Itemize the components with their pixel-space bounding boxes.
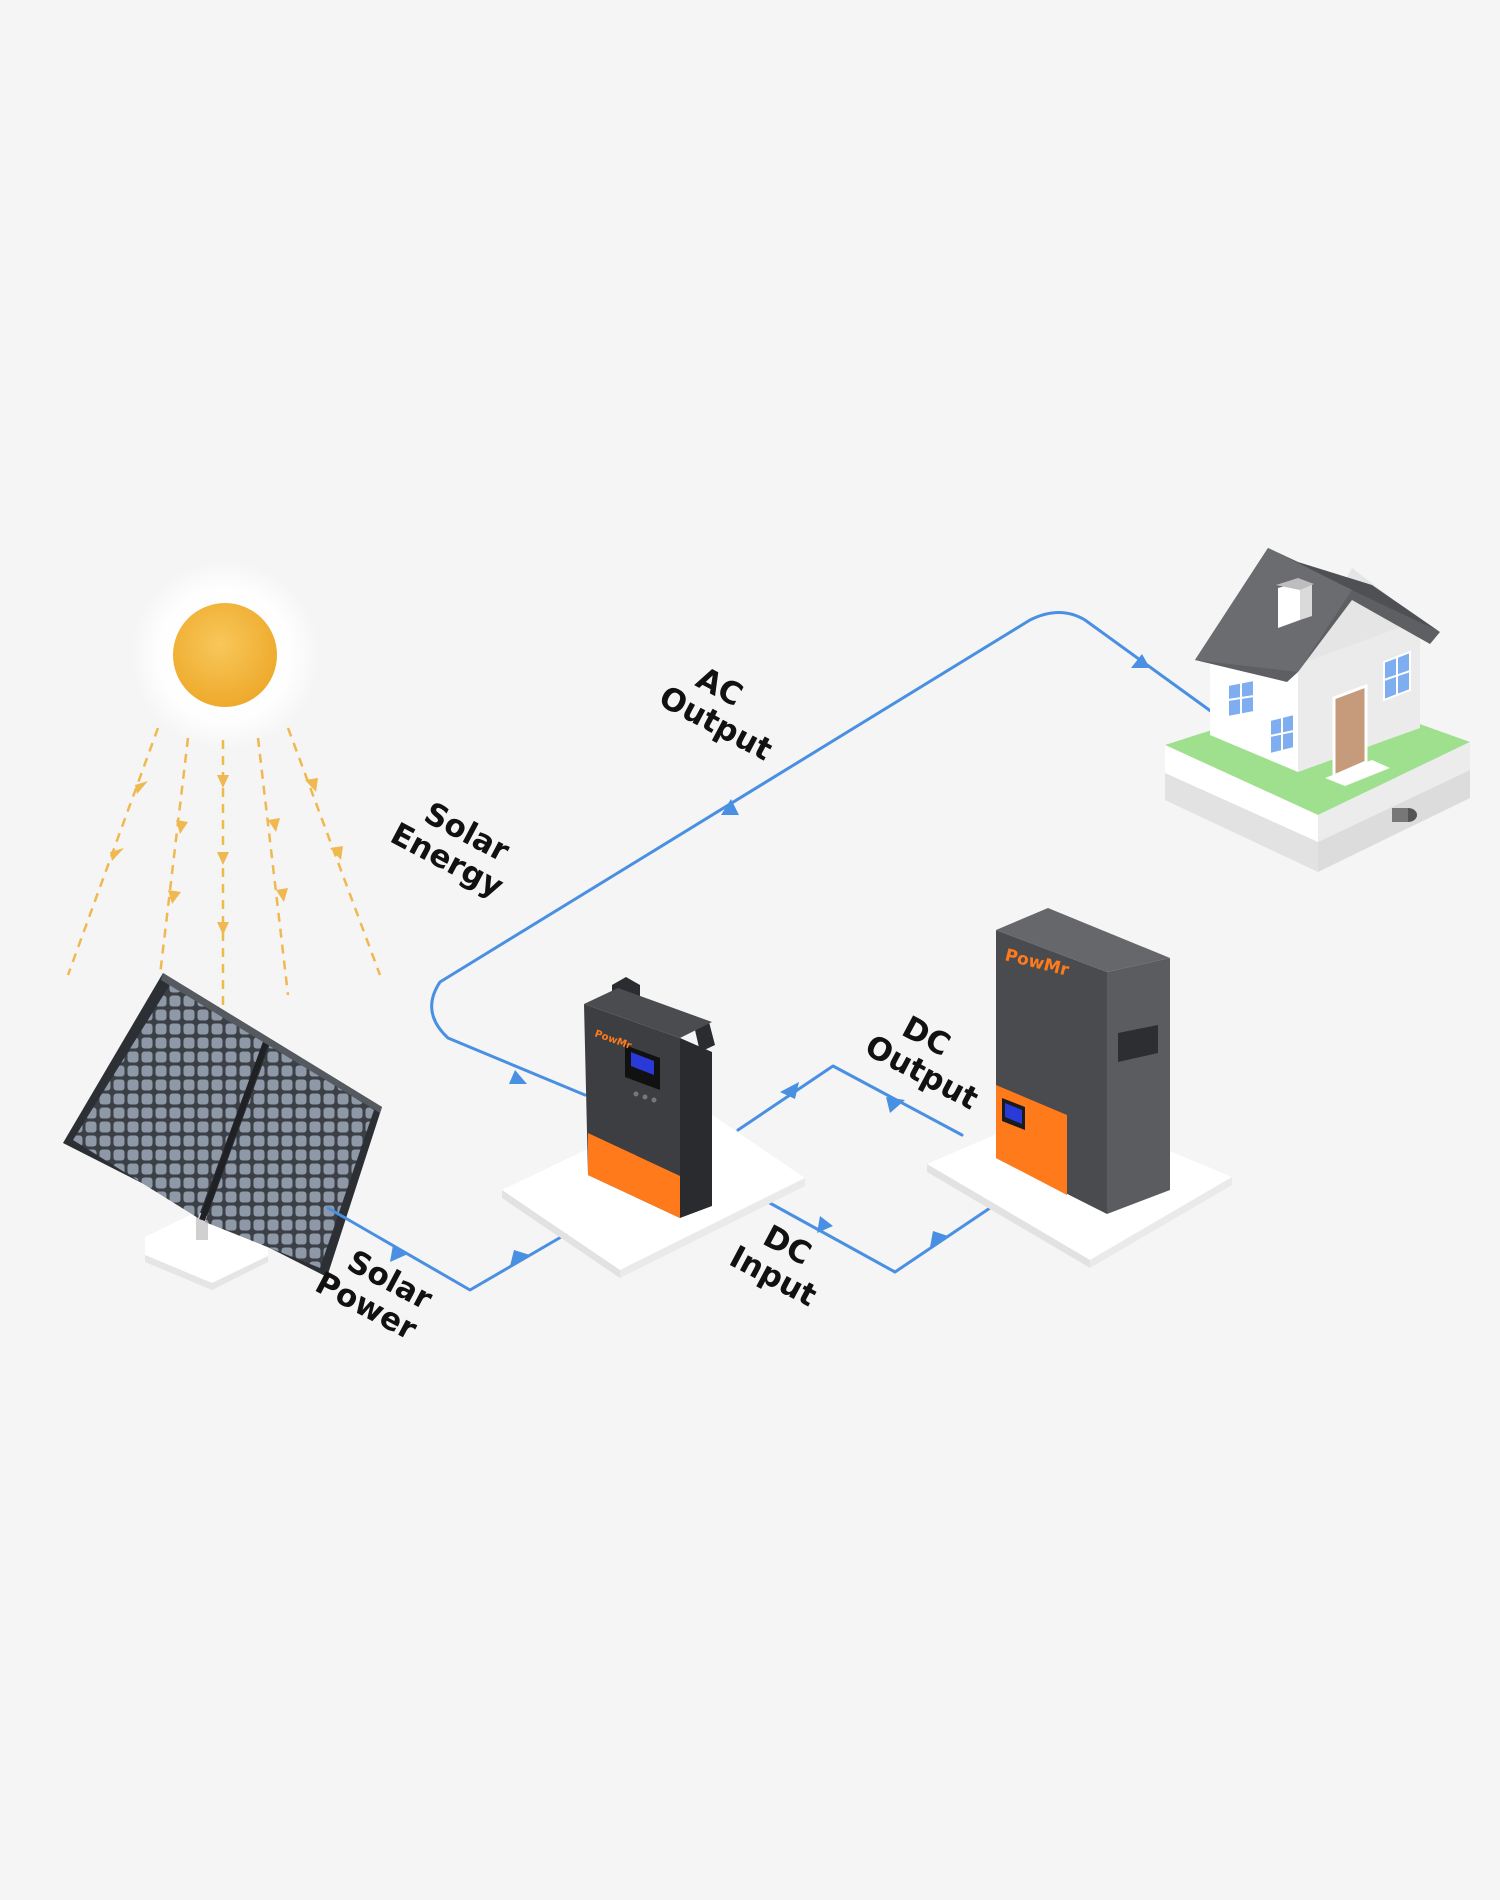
- battery-icon: PowMr: [927, 908, 1232, 1268]
- inverter-icon: PowMr: [502, 977, 805, 1278]
- label-ac-output: AC Output: [653, 660, 778, 768]
- dc-input-line: [766, 1200, 992, 1274]
- ac-output-line: [430, 611, 1214, 1097]
- solar-panel-icon: [63, 973, 382, 1290]
- flow-arrows: [390, 654, 1150, 1266]
- dc-output-line: [736, 1064, 964, 1137]
- flow-lines: [326, 611, 1214, 1292]
- house-icon: [1165, 548, 1470, 872]
- sun-icon: [130, 560, 320, 750]
- sun-rays: [66, 727, 382, 1010]
- solar-power-line: [326, 1206, 570, 1292]
- label-dc-output: DC Output: [859, 1009, 984, 1117]
- sun-ray-arrowheads: [110, 775, 343, 935]
- label-solar-energy: Solar Energy: [385, 795, 516, 905]
